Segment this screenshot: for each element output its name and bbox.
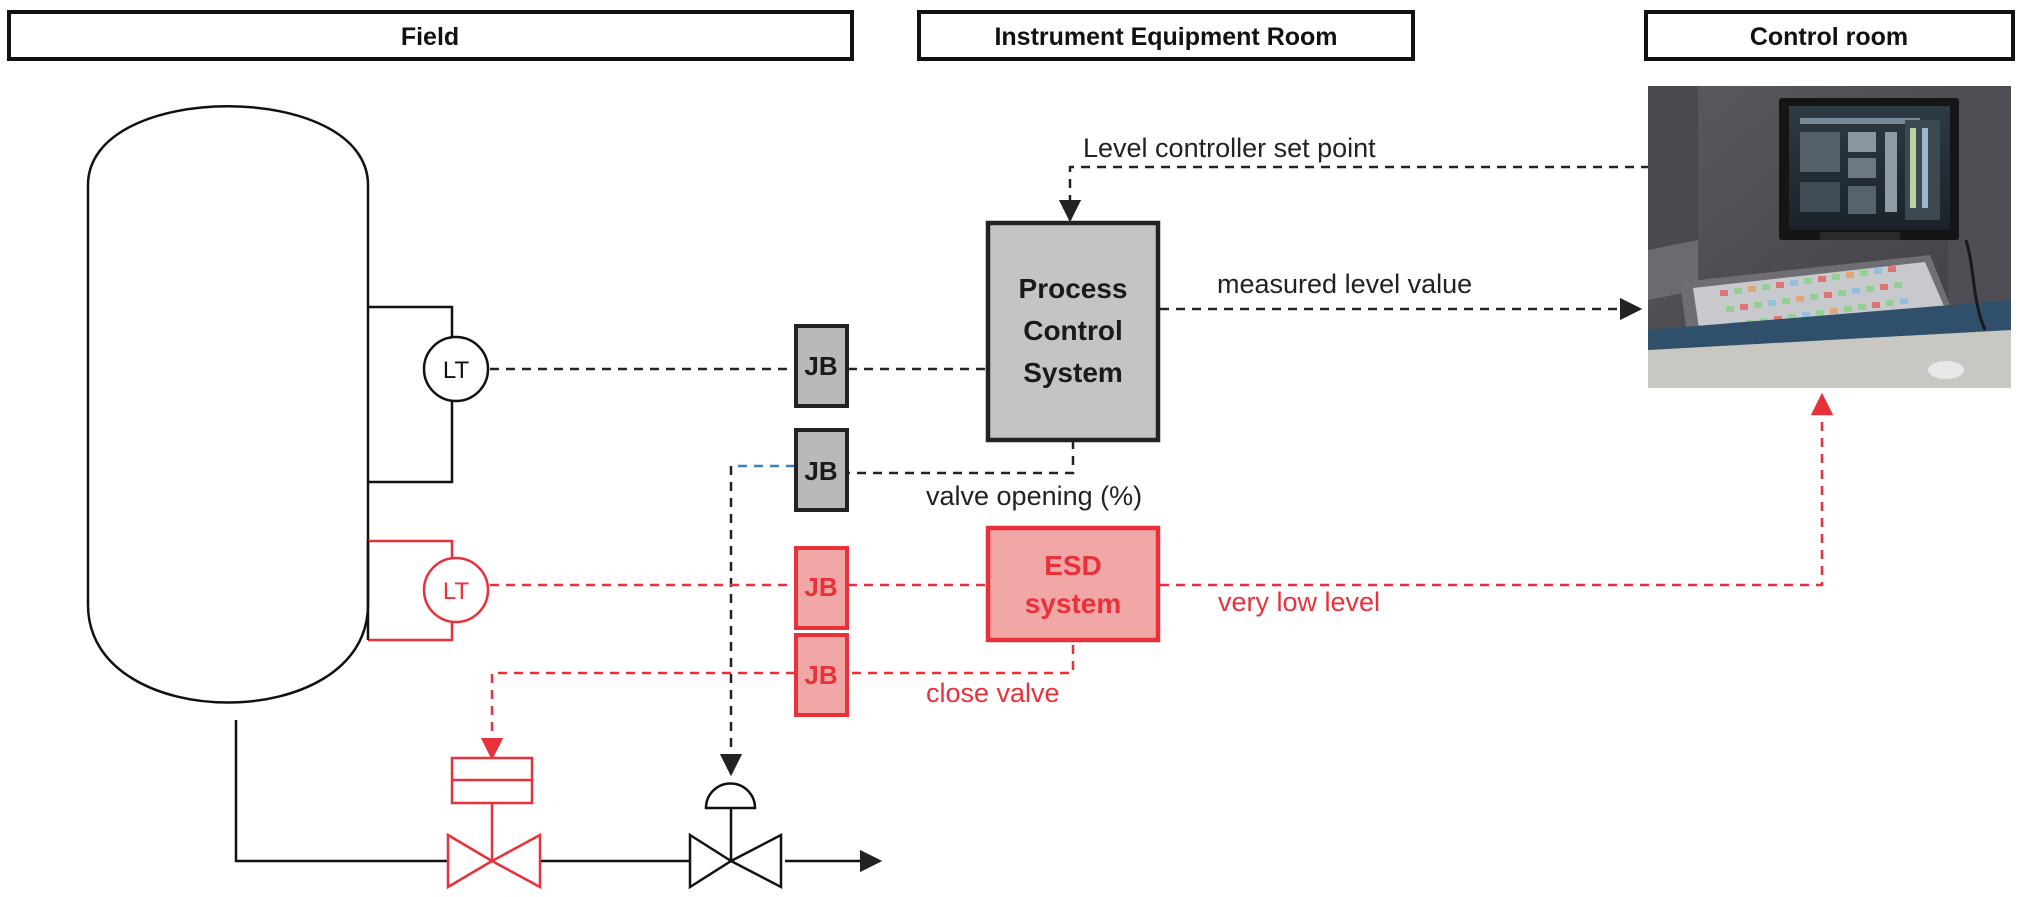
label-set-point: Level controller set point	[1083, 133, 1376, 163]
junction-box-2: JB	[794, 428, 849, 512]
header-control-room-label: Control room	[1750, 23, 1908, 51]
level-transmitter-esd: LT	[422, 556, 490, 624]
vessel-tank	[86, 105, 370, 704]
esd-label-line-2: system	[1025, 588, 1122, 619]
pcs-label-line-3: System	[1023, 357, 1123, 388]
header-field: Field	[7, 10, 854, 61]
lt-top-label: LT	[443, 357, 470, 384]
mouse-icon	[1928, 361, 1964, 379]
jb-4-label: JB	[804, 660, 837, 690]
esd-shutdown-valve	[446, 756, 542, 890]
pcs-label-line-2: Control	[1023, 315, 1123, 346]
esd-system-box: ESD system	[985, 525, 1161, 643]
control-room-photo	[1648, 86, 2011, 388]
header-instrument-room-label: Instrument Equipment Room	[994, 23, 1337, 51]
control-room-monitor	[1779, 98, 1959, 240]
jb-2-label: JB	[804, 456, 837, 486]
header-instrument-room: Instrument Equipment Room	[917, 10, 1415, 61]
signal-to-esd-valve	[480, 671, 795, 761]
esd-label-line-1: ESD	[1044, 550, 1102, 581]
jb-1-label: JB	[804, 351, 837, 381]
signal-close-valve	[848, 645, 1075, 675]
junction-box-3: JB	[794, 546, 849, 630]
label-measured-level: measured level value	[1217, 269, 1472, 299]
header-field-label: Field	[401, 23, 459, 51]
header-control-room: Control room	[1644, 10, 2015, 61]
label-close-valve: close valve	[926, 678, 1060, 708]
label-valve-opening: valve opening (%)	[926, 481, 1142, 511]
signal-set-point	[1058, 165, 1650, 223]
junction-box-4: JB	[794, 633, 849, 717]
process-control-system-box: Process Control System	[985, 220, 1161, 443]
outlet-pipe	[234, 720, 448, 863]
control-valve	[688, 782, 783, 890]
jb-3-label: JB	[804, 572, 837, 602]
label-very-low-level: very low level	[1218, 587, 1380, 617]
signal-very-low-level	[1160, 392, 1834, 587]
junction-box-1: JB	[794, 324, 849, 408]
signal-pcs-valve-output	[848, 440, 1075, 475]
lt-bottom-label: LT	[443, 578, 470, 605]
pcs-label-line-1: Process	[1019, 273, 1128, 304]
level-transmitter-pcs: LT	[422, 335, 490, 403]
